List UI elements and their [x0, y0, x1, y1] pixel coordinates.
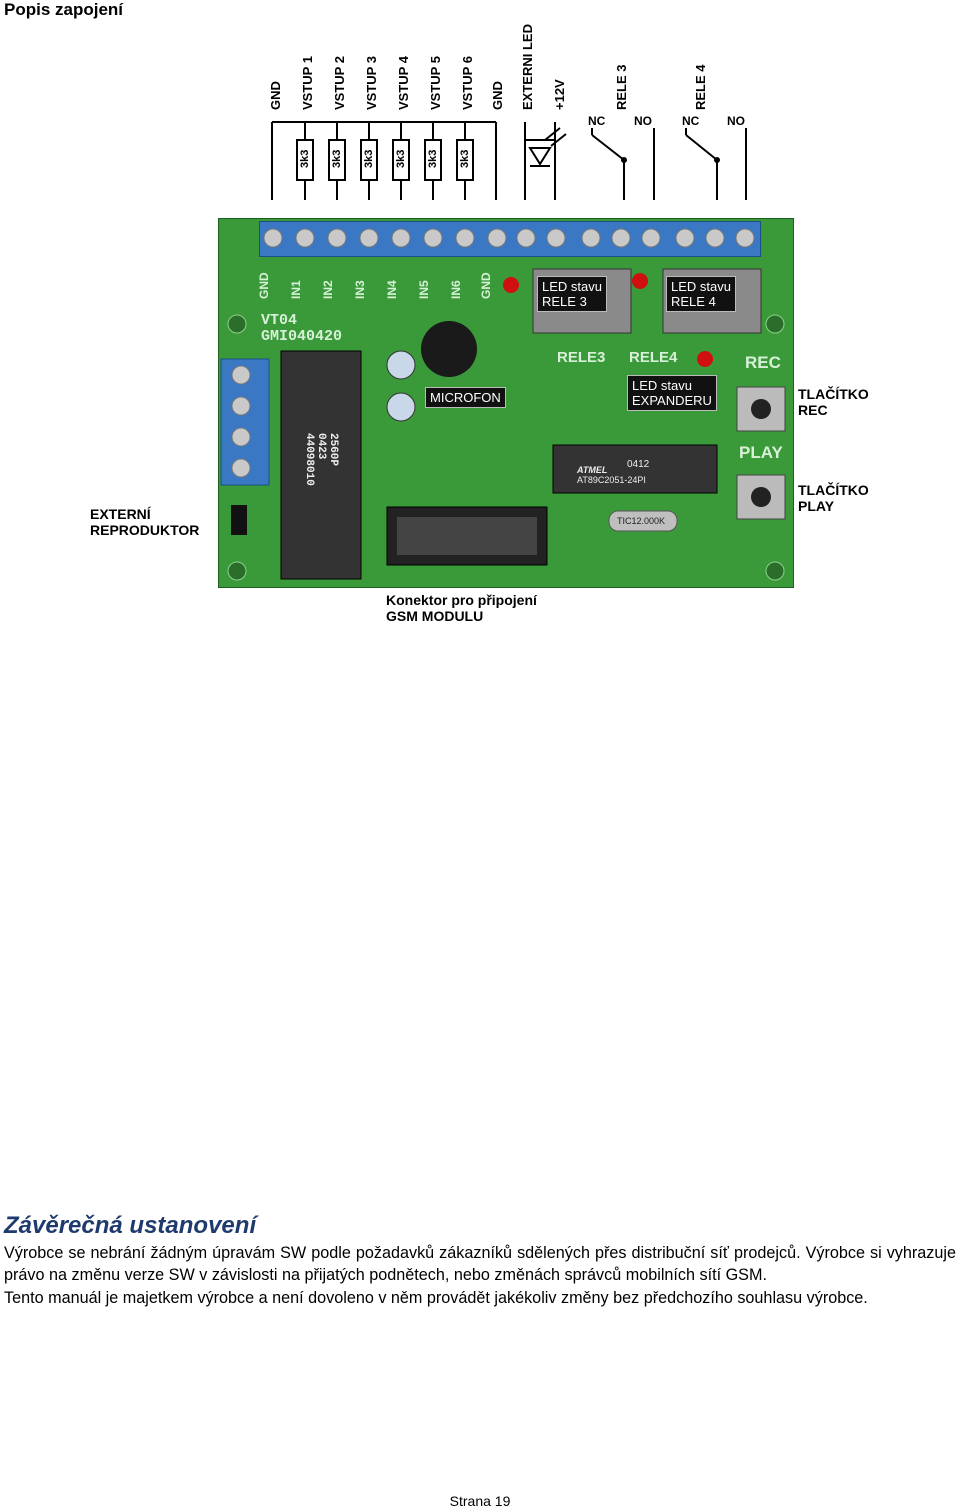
closing-paragraph-1: Výrobce se nebrání žádným úpravám SW pod…	[4, 1244, 956, 1285]
wire-label-vstup-2: VSTUP 2	[332, 56, 347, 110]
chip-right-code: 0412	[627, 459, 650, 470]
silk-play: PLAY	[739, 443, 783, 462]
chip-right-part: AT89C2051-24PI	[577, 475, 646, 485]
label-led-expander: LED stavu EXPANDERU	[627, 375, 717, 411]
pcb-artwork	[220, 228, 786, 581]
label-led-rele3: LED stavu RELE 3	[537, 276, 607, 312]
contact-nc-rele3: NC	[588, 114, 606, 128]
page-number: Strana 19	[449, 1493, 511, 1509]
chip-right-brand: ATMEL	[577, 465, 608, 475]
section-title: Popis zapojení	[4, 0, 124, 19]
callout-button-rec: TLAČÍTKO REC	[798, 386, 869, 418]
chip-left-label: 2560P 0423 44098010	[303, 433, 339, 486]
crystal-label: TIC12.000K	[617, 516, 666, 526]
resistor-value: 3k3	[299, 149, 311, 168]
wire-label-vstup-1: VSTUP 1	[300, 56, 315, 110]
callout-gsm-connector: Konektor pro připojení GSM MODULU	[386, 592, 537, 624]
wiring-diagram	[271, 121, 747, 200]
label-led-rele4: LED stavu RELE 4	[666, 276, 736, 312]
wire-label-vstup-4: VSTUP 4	[396, 56, 411, 110]
wire-label-12v: +12V	[552, 79, 567, 110]
contact-no-rele4: NO	[727, 114, 745, 128]
terminal-label-gnd-2: GND	[479, 272, 493, 299]
resistor-value: 3k3	[427, 149, 439, 168]
callout-button-play: TLAČÍTKO PLAY	[798, 482, 869, 514]
contact-no-rele3: NO	[634, 114, 652, 128]
board-id: VT04 GMI040420	[261, 312, 343, 345]
wire-label-externi-led: EXTERNI LED	[520, 24, 535, 110]
resistor-value: 3k3	[363, 149, 375, 168]
closing-paragraph-2: Tento manuál je majetkem výrobce a není …	[4, 1288, 868, 1307]
wire-label-gnd-1: GND	[268, 81, 283, 110]
closing-section: Závěrečná ustanovení Výrobce se nebrání …	[4, 1212, 956, 1309]
closing-heading: Závěrečná ustanovení	[4, 1212, 257, 1239]
silk-rele3: RELE3	[557, 349, 606, 366]
resistor-value: 3k3	[459, 149, 471, 168]
silk-rec: REC	[745, 353, 781, 372]
callout-external-speaker: EXTERNÍ REPRODUKTOR	[90, 506, 200, 538]
resistor-value: 3k3	[331, 149, 343, 168]
resistor-value: 3k3	[395, 149, 407, 168]
wire-label-gnd-2: GND	[490, 81, 505, 110]
silk-rele4: RELE4	[629, 349, 678, 366]
wire-label-vstup-5: VSTUP 5	[428, 56, 443, 110]
contact-nc-rele4: NC	[682, 114, 700, 128]
wire-label-rele-3: RELE 3	[614, 64, 629, 110]
pcb-board: GND IN1 IN2 IN3 IN4 IN5 IN6 GND VT04 GMI…	[218, 218, 794, 588]
wire-label-vstup-3: VSTUP 3	[364, 56, 379, 110]
label-microfon: MICROFON	[425, 387, 506, 408]
wire-label-vstup-6: VSTUP 6	[460, 56, 475, 110]
wire-label-rele-4: RELE 4	[693, 64, 708, 110]
